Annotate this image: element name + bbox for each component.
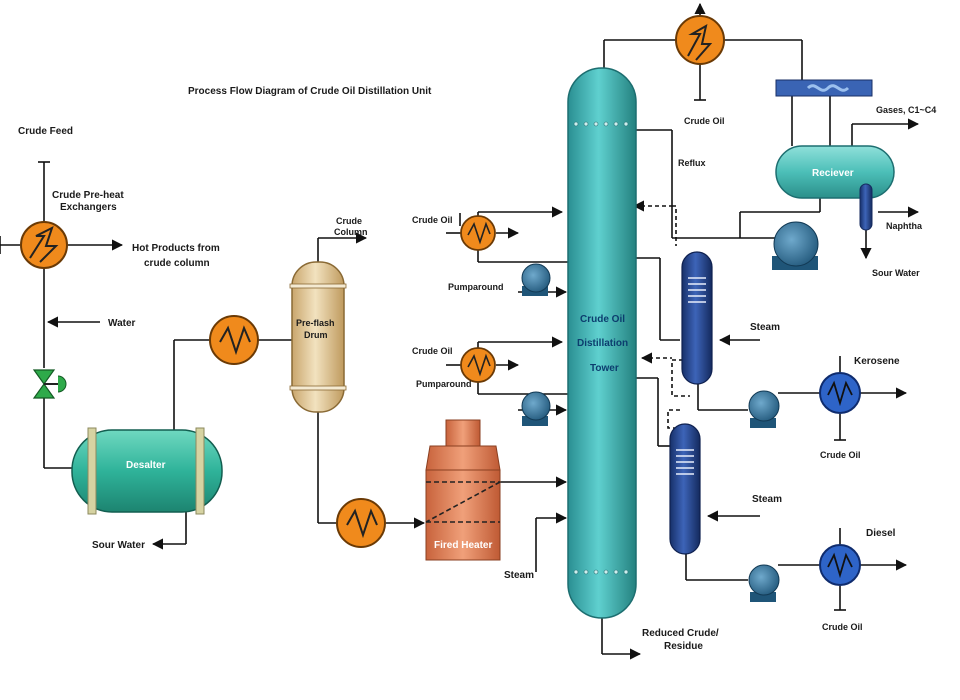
tower-label-2: Distillation (577, 338, 628, 349)
steam-2-label: Steam (752, 494, 782, 505)
side-stripper-2 (669, 423, 701, 555)
desalter-vessel (71, 427, 223, 515)
crude-feed-label: Crude Feed (18, 126, 73, 137)
naphtha-label: Naphtha (886, 221, 923, 231)
preheat-exchanger-icon (20, 221, 68, 269)
reflux-pump-icon (772, 221, 819, 270)
water-label: Water (108, 318, 136, 329)
exchanger-2-icon (209, 315, 259, 365)
fired-heater (425, 419, 501, 561)
pumparound-2-crude-oil-label: Crude Oil (412, 346, 453, 356)
diagram-title: Process Flow Diagram of Crude Oil Distil… (188, 86, 432, 97)
pumparound-exchanger-1-icon (460, 215, 496, 251)
overhead-crude-oil-label: Crude Oil (684, 116, 725, 126)
diesel-pump-icon (748, 564, 780, 602)
piping (0, 2, 920, 660)
crude-column-label-1: Crude (336, 216, 362, 226)
air-cooler-icon (775, 79, 873, 97)
crude-column-label-2: Column (334, 227, 368, 237)
kerosene-crude-oil-label: Crude Oil (820, 450, 861, 460)
desalter-label: Desalter (126, 460, 166, 471)
pumparound-pump-2-icon (521, 391, 551, 426)
sour-water-right-label: Sour Water (872, 268, 920, 278)
side-stripper-1 (681, 251, 713, 385)
tower-label-3: Tower (590, 363, 619, 374)
pumparound-1-label: Pumparound (448, 282, 504, 292)
sour-water-left-label: Sour Water (92, 540, 145, 551)
pumparound-2-label: Pumparound (416, 379, 472, 389)
pumparound-1-crude-oil-label: Crude Oil (412, 215, 453, 225)
diesel-label: Diesel (866, 528, 896, 539)
fired-heater-label: Fired Heater (434, 540, 492, 551)
reflux-label: Reflux (678, 158, 706, 168)
diesel-cooler-icon (819, 544, 861, 586)
receiver-label: Reciever (812, 168, 854, 179)
hot-products-label-2: crude column (144, 258, 210, 269)
control-valve-icon (32, 369, 67, 399)
pumparound-pump-1-icon (521, 263, 551, 296)
preflash-drum (289, 261, 347, 413)
residue-label-2: Residue (664, 641, 703, 652)
overhead-exchanger-icon (675, 15, 725, 65)
preheat-label-2: Exchangers (60, 202, 117, 213)
steam-1-label: Steam (750, 322, 780, 333)
receiver-drum (775, 145, 895, 231)
hot-products-label-1: Hot Products from (132, 243, 220, 254)
preheat-label-1: Crude Pre-heat (52, 190, 124, 201)
tower-label-1: Crude Oil (580, 314, 625, 325)
kerosene-cooler-icon (819, 372, 861, 414)
kerosene-pump-icon (748, 390, 780, 428)
distillation-tower (567, 67, 637, 619)
kerosene-label: Kerosene (854, 356, 900, 367)
preflash-label-2: Drum (304, 330, 328, 340)
residue-label-1: Reduced Crude/ (642, 628, 719, 639)
preflash-label-1: Pre-flash (296, 318, 335, 328)
gases-label: Gases, C1~C4 (876, 105, 936, 115)
steam-bottom-label: Steam (504, 570, 534, 581)
diesel-crude-oil-label: Crude Oil (822, 622, 863, 632)
exchanger-3-icon (336, 498, 386, 548)
pumparound-exchanger-2-icon (460, 347, 496, 383)
